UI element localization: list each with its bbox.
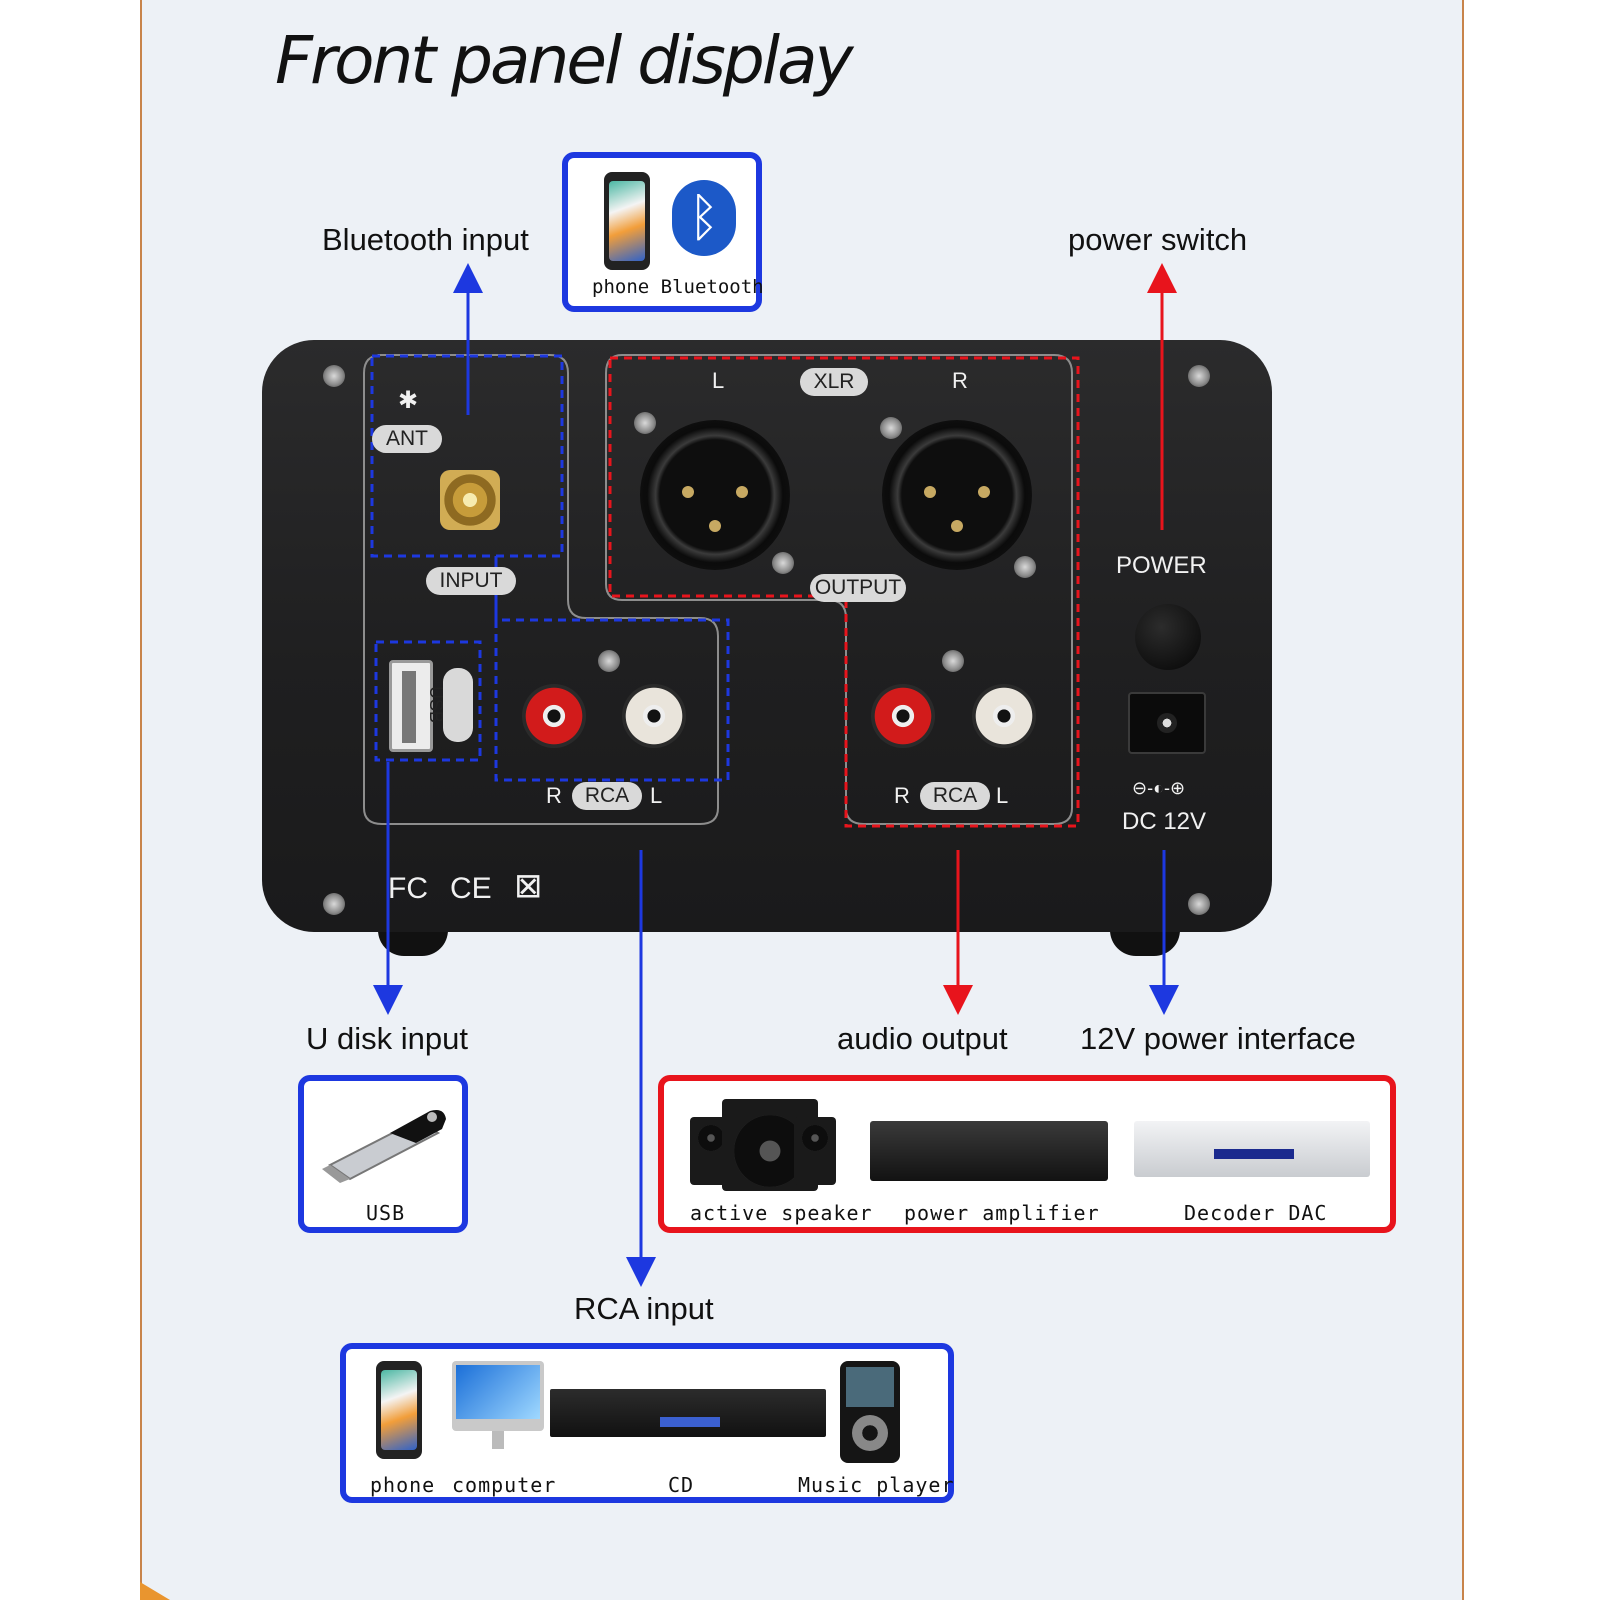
corner-accent	[140, 1582, 170, 1600]
xlr-pin	[736, 486, 748, 498]
dc-jack	[1128, 692, 1206, 754]
device-foot-right	[1110, 930, 1180, 956]
music-player-wheel	[852, 1415, 888, 1451]
rca-input-right-jack	[522, 684, 586, 748]
screw-icon	[598, 650, 620, 672]
rca-output-label-pill: RCA	[920, 782, 990, 810]
power-interface-label: 12V power interface	[1080, 1021, 1356, 1056]
rca-source-box: phone computer CD Music player	[340, 1343, 954, 1503]
xlr-right-connector	[882, 420, 1032, 570]
phone-icon	[604, 172, 650, 270]
rca-output-right-jack	[871, 684, 935, 748]
dac-display	[1214, 1149, 1294, 1159]
rca-item-2: computer	[452, 1473, 557, 1497]
power-button[interactable]	[1135, 604, 1201, 670]
power-label: POWER	[1116, 552, 1207, 579]
computer-stand	[492, 1431, 504, 1449]
output-item-3: Decoder DAC	[1184, 1201, 1328, 1225]
screw-icon	[323, 365, 345, 387]
screw-icon	[880, 417, 902, 439]
computer-icon	[452, 1361, 544, 1431]
rca-output-r-label: R	[894, 783, 910, 808]
usb-box-caption: USB	[366, 1201, 406, 1225]
output-dashed-region	[608, 356, 1080, 828]
power-switch-label: power switch	[1068, 222, 1248, 257]
xlr-pin	[709, 520, 721, 532]
screw-icon	[1188, 365, 1210, 387]
screw-icon	[942, 650, 964, 672]
rca-output-left-jack	[972, 684, 1036, 748]
usb-port	[389, 660, 433, 752]
xlr-right-label: R	[952, 368, 968, 393]
rca-input-r-label: R	[546, 783, 562, 808]
xlr-pin	[682, 486, 694, 498]
bluetooth-source-box: ᛒ phone Bluetooth	[562, 152, 764, 312]
xlr-pin	[924, 486, 936, 498]
usb-flash-drive-icon	[322, 1110, 446, 1183]
rca-output-l-label: L	[996, 783, 1009, 808]
speaker-cone	[802, 1125, 828, 1151]
rca-input-left-jack	[622, 684, 686, 748]
fcc-mark: FC	[388, 872, 428, 905]
ant-label: ANT	[372, 425, 442, 453]
xlr-pin	[951, 520, 963, 532]
screw-icon	[634, 412, 656, 434]
rca-input-dashed-region	[494, 556, 730, 782]
polarity-icon: ⊖-◐-⊕	[1132, 778, 1186, 798]
xlr-left-connector	[640, 420, 790, 570]
power-amplifier-icon	[870, 1121, 1108, 1181]
xlr-pin	[978, 486, 990, 498]
input-label: INPUT	[426, 567, 516, 595]
audio-output-label: audio output	[837, 1021, 1008, 1056]
usb-label: USB	[426, 668, 473, 742]
screw-icon	[323, 893, 345, 915]
cd-display	[660, 1417, 720, 1427]
page-title: Front panel display	[275, 22, 854, 99]
rca-item-1: phone	[370, 1473, 436, 1497]
ce-mark: CE	[450, 872, 492, 905]
cd-player-icon	[550, 1389, 826, 1437]
phone-icon	[376, 1361, 422, 1459]
screw-icon	[772, 552, 794, 574]
output-label: OUTPUT	[810, 574, 906, 602]
dc-voltage-label: DC 12V	[1122, 808, 1207, 835]
bluetooth-icon: ᛒ	[672, 180, 736, 256]
antenna-connector	[440, 470, 500, 530]
output-panel-outline	[605, 354, 1073, 825]
bluetooth-symbol-icon: ✱	[398, 387, 419, 414]
rca-input-l-label: L	[650, 783, 663, 808]
screw-icon	[1014, 556, 1036, 578]
output-item-1: active speaker	[690, 1201, 873, 1225]
rca-item-4: Music player	[798, 1473, 955, 1497]
rca-input-label-pill: RCA	[572, 782, 642, 810]
xlr-left-label: L	[712, 368, 725, 393]
weee-icon: ⊠	[514, 867, 543, 905]
xlr-label: XLR	[800, 368, 868, 396]
speaker-cone	[698, 1125, 724, 1151]
rca-input-label: RCA input	[574, 1291, 714, 1326]
u-disk-input-label: U disk input	[306, 1021, 468, 1056]
device-foot-left	[378, 930, 448, 956]
screw-icon	[1188, 893, 1210, 915]
input-panel-outline	[363, 354, 719, 825]
bluetooth-dashed-region	[370, 354, 564, 558]
music-player-screen	[846, 1367, 894, 1407]
usb-source-box: USB	[298, 1075, 468, 1233]
output-item-2: power amplifier	[904, 1201, 1100, 1225]
usb-dashed-region	[374, 640, 482, 762]
audio-output-device-box: active speaker power amplifier Decoder D…	[658, 1075, 1396, 1233]
computer-screen	[456, 1365, 540, 1419]
bluetooth-box-caption: phone Bluetooth	[592, 276, 764, 298]
decoder-dac-icon	[1134, 1121, 1370, 1177]
music-player-icon	[840, 1361, 900, 1463]
rca-item-3: CD	[668, 1473, 695, 1497]
bluetooth-input-label: Bluetooth input	[322, 222, 529, 257]
